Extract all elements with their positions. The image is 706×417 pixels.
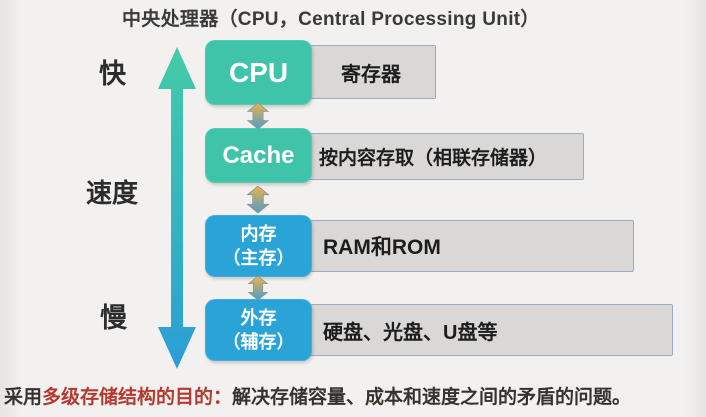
speed-fast-label: 快 — [99, 59, 126, 89]
register-label: 寄存器 — [341, 63, 401, 86]
footer-rest: 解决存储容量、成本和速度之间的矛盾的问题。 — [232, 387, 632, 408]
speed-axis-label: 速度 — [86, 178, 139, 208]
cpu-label: CPU — [228, 56, 289, 88]
ram-rom-box: RAM和ROM — [306, 220, 634, 272]
diagram-title: 中央处理器（CPU，Central Processing Unit） — [122, 9, 540, 30]
external-storage-label: 外存 — [240, 307, 277, 328]
main-memory-box: 内存 （主存） — [205, 215, 312, 277]
footer-highlight: 多级存储结构的目的： — [42, 387, 233, 408]
external-storage-sublabel: （辅存） — [222, 332, 295, 352]
ram-rom-label: RAM和ROM — [323, 236, 441, 259]
external-storage-box: 外存 （辅存） — [205, 299, 312, 361]
cpu-cache-connector-icon — [246, 103, 270, 129]
speed-axis-arrow-icon — [158, 47, 196, 369]
speed-slow-label: 慢 — [100, 303, 127, 333]
main-memory-sublabel: （主存） — [222, 248, 295, 268]
cache-label: Cache — [222, 141, 295, 169]
cache-box: Cache — [205, 128, 312, 183]
cache-desc-label: 按内容存取（相联存储器） — [319, 148, 548, 169]
footer-prefix: 采用 — [4, 387, 43, 408]
cache-memory-connector-icon — [246, 186, 270, 213]
cache-desc-box: 按内容存取（相联存储器） — [306, 133, 584, 180]
register-box: 寄存器 — [306, 45, 436, 99]
footer-note: 采用多级存储结构的目的：解决存储容量、成本和速度之间的矛盾的问题。 — [4, 382, 631, 409]
memory-storage-connector-icon — [247, 276, 269, 300]
cpu-box: CPU — [205, 40, 312, 105]
main-memory-label: 内存 — [240, 223, 277, 244]
storage-examples-label: 硬盘、光盘、U盘等 — [323, 321, 498, 344]
storage-examples-box: 硬盘、光盘、U盘等 — [306, 304, 673, 356]
